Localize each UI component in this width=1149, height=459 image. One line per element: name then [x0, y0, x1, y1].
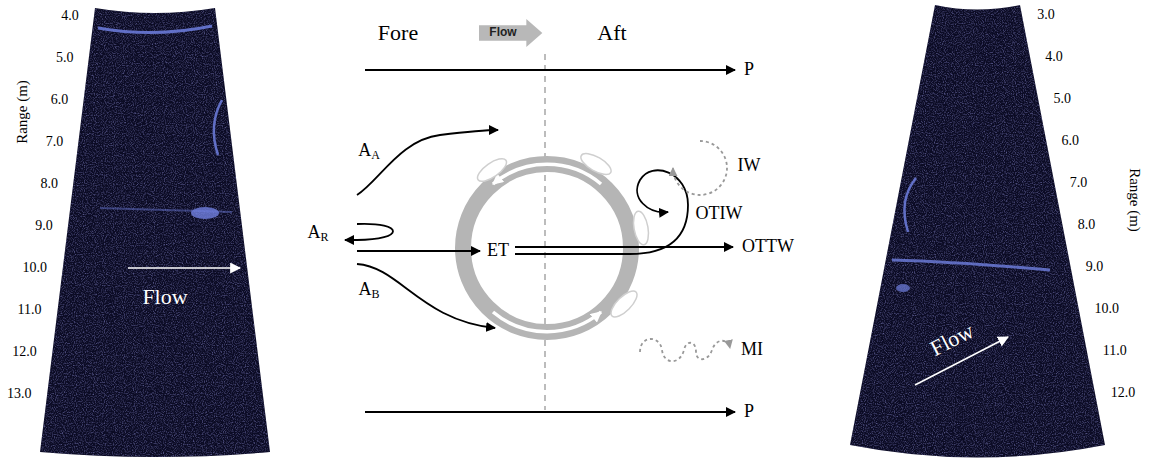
rotation-arrow [493, 312, 601, 332]
p-arrow [365, 69, 735, 71]
range-tick: 6.0 [51, 92, 69, 107]
shed-vortex [607, 287, 641, 321]
echo-blob [896, 284, 910, 292]
stream-label: P [744, 402, 754, 422]
range-tick: 8.0 [40, 176, 58, 191]
otiw-arrow [515, 170, 688, 254]
wake-label: OTIW [696, 204, 743, 224]
p-arrow [365, 411, 735, 413]
range-tick: 9.0 [35, 218, 53, 233]
range-tick: 11.0 [18, 302, 42, 317]
et-arrow [357, 250, 480, 252]
range-tick: 12.0 [1111, 385, 1136, 400]
echo-blob [191, 207, 219, 219]
wake-label: OTTW [742, 237, 794, 257]
axis-title: Range (m) [1127, 168, 1144, 232]
ottw-arrow [515, 246, 733, 248]
range-tick: 5.0 [1053, 91, 1071, 106]
range-tick: 6.0 [1062, 133, 1080, 148]
stream-label: P [744, 60, 754, 80]
cylinder-ring [463, 164, 631, 332]
entrainment-label: ET [487, 241, 509, 261]
flow-label: Flow [142, 285, 187, 309]
axis-title: Range (m) [14, 80, 31, 144]
range-tick: 7.0 [46, 134, 64, 149]
wake-label: MI [741, 340, 763, 360]
range-tick: 12.0 [12, 344, 37, 359]
range-tick: 5.0 [56, 50, 74, 65]
sonar-fan [40, 8, 270, 457]
sonar-noise [850, 5, 1105, 458]
wake-label: IW [738, 156, 761, 176]
rotation-arrow [493, 164, 601, 184]
approach-label: AB [358, 280, 379, 301]
range-tick: 9.0 [1086, 259, 1104, 274]
wake-schematic [345, 54, 735, 412]
flow-arrow [128, 267, 240, 269]
echo-arc [214, 100, 222, 155]
approach-label: AA [358, 141, 380, 162]
echo-streak [892, 260, 1050, 270]
centre-line [544, 54, 545, 410]
ar-arrow [345, 224, 393, 240]
range-tick: 4.0 [61, 8, 79, 23]
sonar-fan [850, 5, 1105, 458]
flow-label: Flow [926, 319, 977, 361]
sonar-image-left [40, 8, 270, 457]
shed-vortex [578, 149, 614, 178]
sonar-noise [40, 8, 270, 457]
range-tick: 13.0 [7, 386, 32, 401]
shed-vortex [631, 210, 651, 246]
range-tick: 11.0 [1103, 343, 1127, 358]
flow-arrow-box: Flow [479, 19, 542, 47]
aa-arrow [357, 130, 498, 195]
range-tick: 8.0 [1078, 217, 1096, 232]
echo-arc [904, 178, 916, 232]
range-tick: 10.0 [1094, 301, 1119, 316]
side-label: Fore [378, 21, 418, 45]
side-label: Aft [597, 21, 626, 45]
range-tick: 4.0 [1045, 49, 1063, 64]
approach-label: AR [307, 223, 328, 244]
arrow-text: Flow [479, 19, 542, 40]
shed-vortex [474, 155, 510, 186]
ab-arrow [357, 264, 495, 328]
range-tick: 10.0 [23, 260, 48, 275]
sonar-image-right [850, 5, 1105, 458]
arrow-outline [479, 19, 542, 47]
echo-streak [98, 26, 212, 33]
range-tick: 3.0 [1037, 7, 1055, 22]
range-tick: 7.0 [1070, 175, 1088, 190]
mi-squiggle [640, 339, 730, 361]
iw-loop [673, 141, 727, 195]
